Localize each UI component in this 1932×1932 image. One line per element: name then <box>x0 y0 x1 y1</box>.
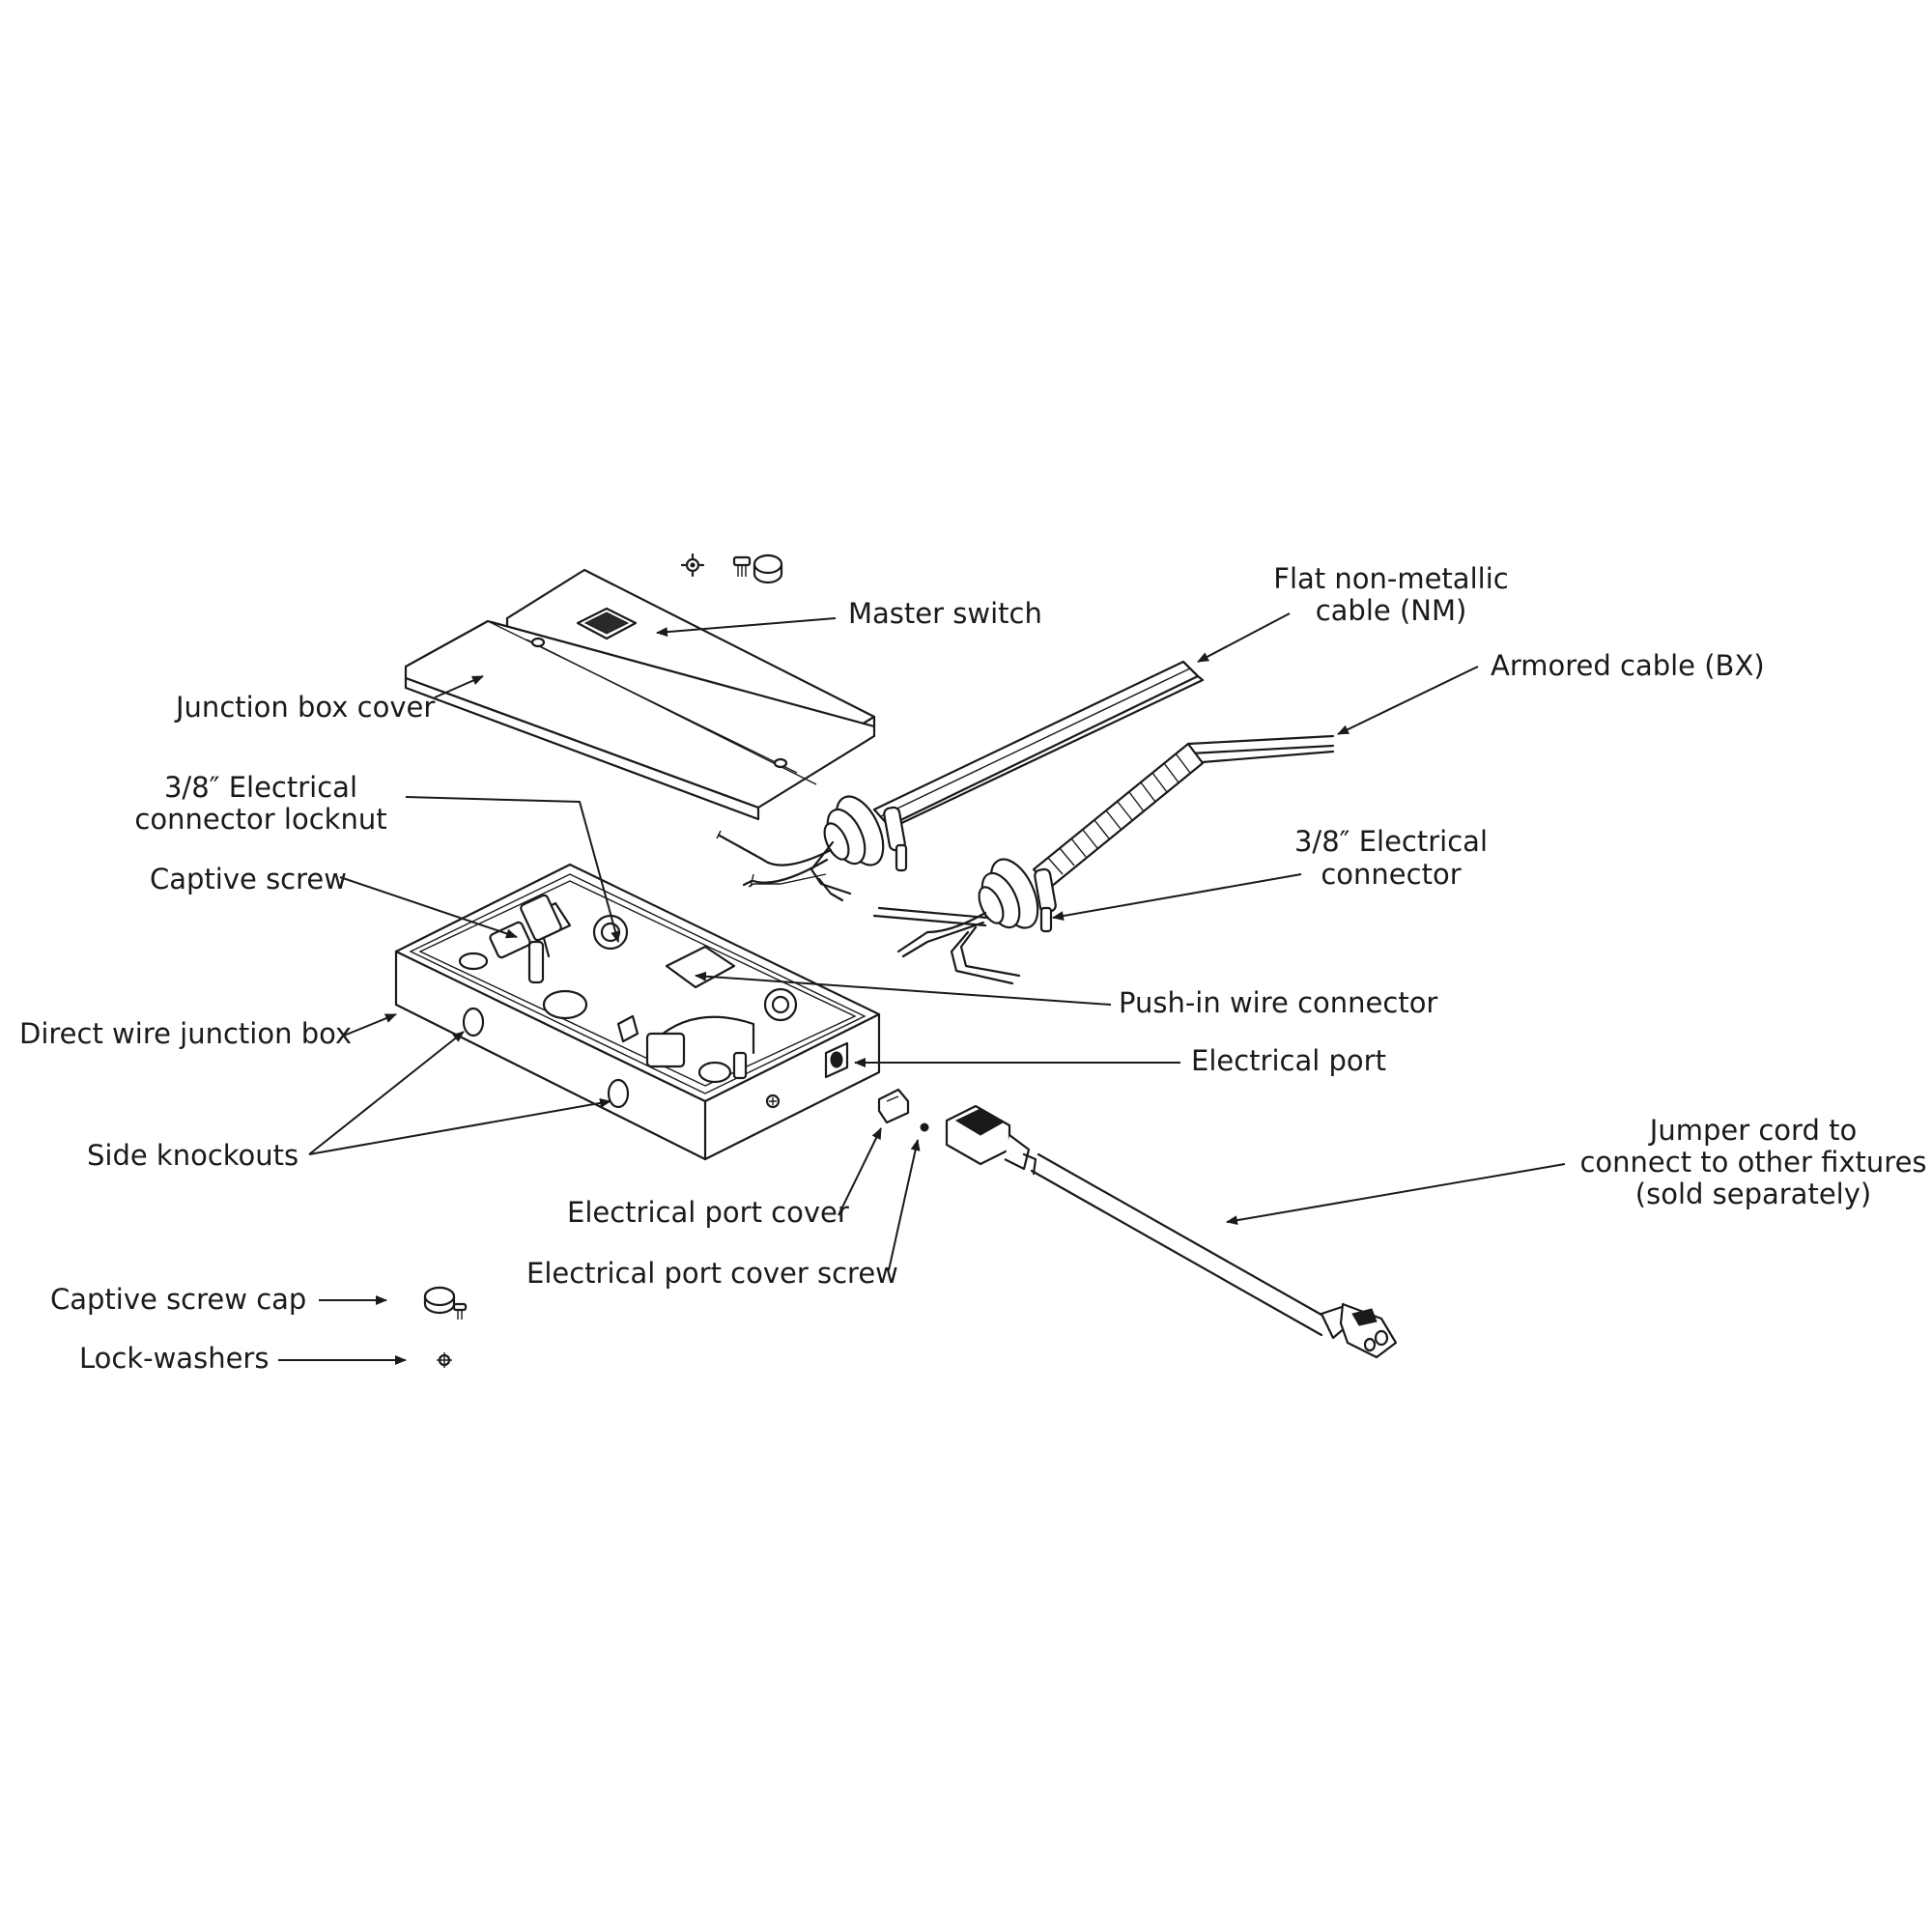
electrical-port-icon <box>824 1041 849 1079</box>
label-jumper-cord-line3: (sold separately) <box>1635 1178 1871 1210</box>
side-knockout-2-icon <box>607 1078 630 1109</box>
top-hardware <box>680 553 783 584</box>
label-master-switch: Master switch <box>848 597 1042 630</box>
label-jumper-cord-line2: connect to other fixtures <box>1579 1146 1926 1179</box>
label-electrical-port-cover: Electrical port cover <box>567 1196 849 1229</box>
label-side-knockouts: Side knockouts <box>87 1139 298 1172</box>
label-electrical-connector-line1: 3/8″ Electrical <box>1294 825 1488 858</box>
label-electrical-port-cover-screw: Electrical port cover screw <box>526 1257 898 1290</box>
label-jumper-cord-line1: Jumper cord to <box>1648 1114 1857 1147</box>
label-electrical-connector-line2: connector <box>1321 858 1461 891</box>
screw-top-icon <box>732 555 752 577</box>
box-side-screw-icon <box>765 1094 781 1109</box>
label-armored-cable: Armored cable (BX) <box>1491 649 1765 682</box>
box-internal-parts <box>458 894 798 1084</box>
label-electrical-port: Electrical port <box>1191 1044 1386 1077</box>
flat-nm-cable <box>716 660 1205 902</box>
label-junction-box-cover: Junction box cover <box>174 691 435 724</box>
label-captive-screw: Captive screw <box>150 863 347 895</box>
screw-cap-top-icon <box>753 554 783 584</box>
label-lock-washers: Lock-washers <box>79 1342 269 1375</box>
label-direct-wire-junction-box: Direct wire junction box <box>19 1017 352 1050</box>
leader-lines <box>278 612 1566 1365</box>
direct-wire-junction-box <box>394 863 881 1161</box>
captive-screw-cap-icon <box>423 1286 468 1320</box>
label-push-in-wire-connector: Push-in wire connector <box>1119 986 1437 1019</box>
junction-box-cover <box>404 568 876 821</box>
label-flat-nm-cable-line1: Flat non-metallic <box>1273 562 1508 595</box>
electrical-port-cover-icon <box>877 1088 910 1124</box>
electrical-port-cover-screw-icon <box>920 1122 929 1132</box>
side-knockout-1-icon <box>462 1007 485 1037</box>
lock-washer-icon <box>437 1352 452 1368</box>
master-switch-icon <box>576 607 638 640</box>
label-flat-nm-cable-line2: cable (NM) <box>1316 594 1467 627</box>
armored-cable <box>872 734 1335 985</box>
label-captive-screw-cap: Captive screw cap <box>50 1283 306 1316</box>
label-locknut-line2: connector locknut <box>134 803 386 836</box>
label-locknut-line1: 3/8″ Electrical <box>164 771 357 804</box>
jumper-cord <box>945 1104 1398 1359</box>
lock-washer-top-icon <box>680 553 705 578</box>
callout-labels: Master switch Flat non-metallic cable (N… <box>19 562 1927 1375</box>
